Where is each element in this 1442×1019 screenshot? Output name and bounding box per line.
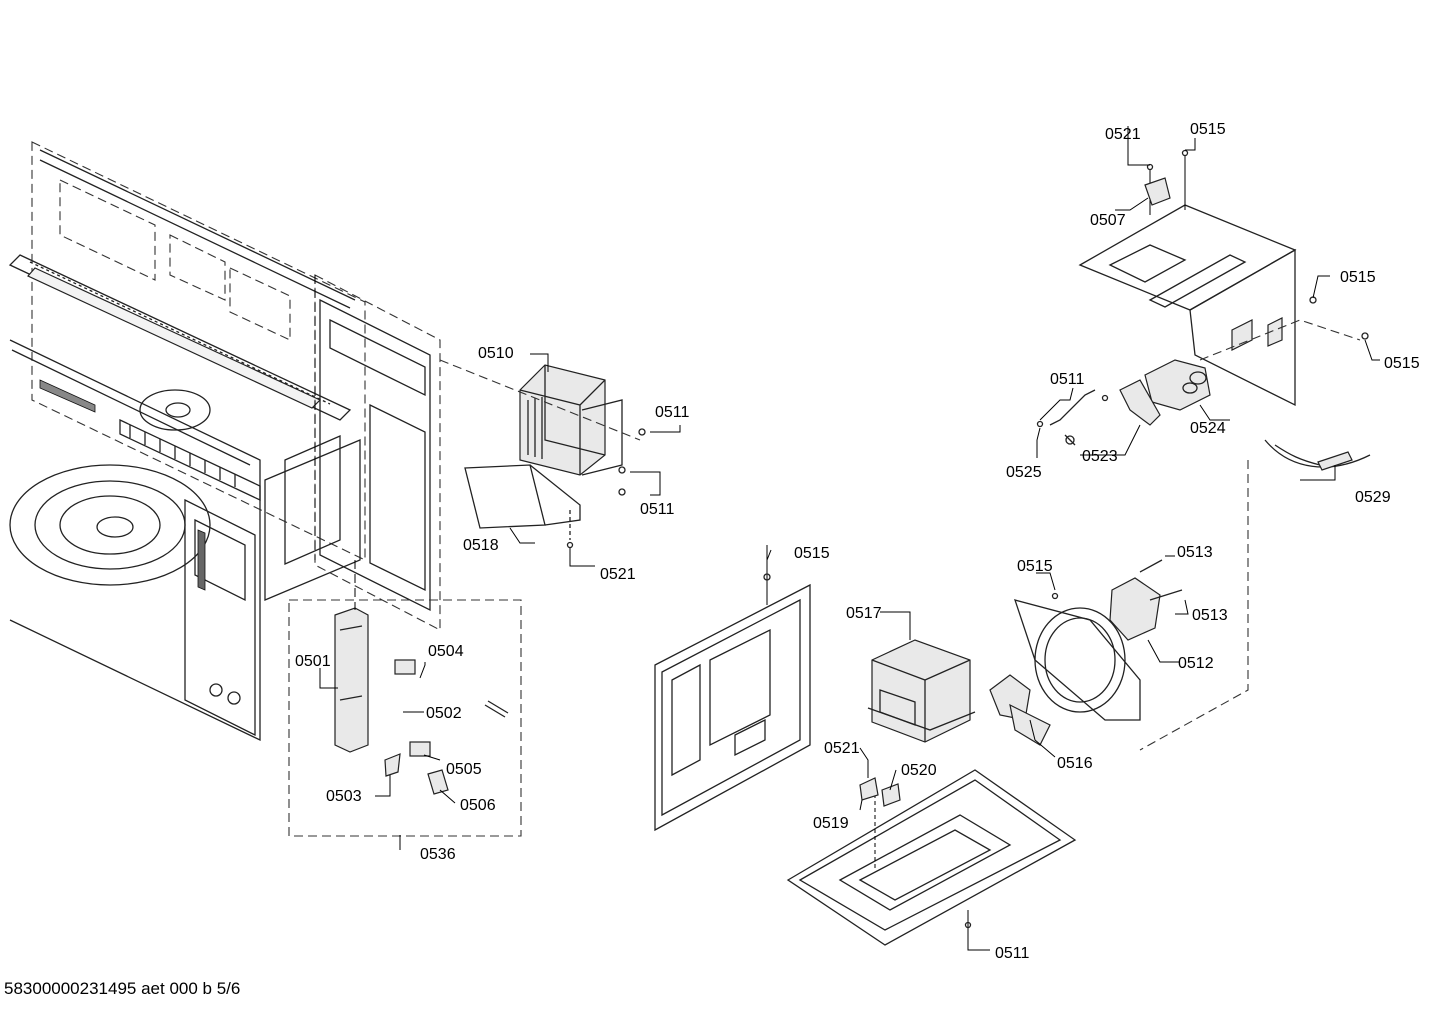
wire-harness — [1264, 439, 1371, 471]
turntable-icon — [9, 389, 211, 586]
callout-0506: 0506 — [460, 797, 496, 814]
interlock-assembly-box — [288, 599, 522, 837]
callout-0521-magnetron: 0521 — [600, 566, 636, 583]
transformer — [867, 639, 976, 743]
callout-0512: 0512 — [1178, 655, 1214, 672]
fan-motor — [1109, 559, 1183, 641]
hv-diode-bracket — [859, 777, 901, 807]
callout-0505: 0505 — [446, 761, 482, 778]
callout-0518: 0518 — [463, 537, 499, 554]
callout-0515-panel: 0515 — [794, 545, 830, 562]
callout-0525: 0525 — [1006, 464, 1042, 481]
oven-cavity-housing — [8, 141, 366, 742]
callout-0523: 0523 — [1082, 448, 1118, 465]
callout-0521-top: 0521 — [1105, 126, 1141, 143]
callout-0504: 0504 — [428, 643, 464, 660]
callout-0503: 0503 — [326, 788, 362, 805]
callout-0517: 0517 — [846, 605, 882, 622]
fan-shroud — [1014, 599, 1141, 721]
hv-capacitor — [1119, 359, 1211, 426]
callout-0502: 0502 — [426, 705, 462, 722]
callout-labels: 0501 0502 0503 0504 0505 0506 0507 0510 … — [295, 121, 1420, 962]
callout-0511-top: 0511 — [655, 404, 690, 421]
callout-0515-fan: 0515 — [1017, 558, 1053, 575]
callout-0515-right: 0515 — [1340, 269, 1376, 286]
hv-bracket — [1144, 177, 1171, 206]
callout-0513-top: 0513 — [1177, 544, 1213, 561]
callout-0520: 0520 — [901, 762, 937, 779]
callout-0510: 0510 — [478, 345, 514, 362]
fan-blade-icon — [989, 674, 1051, 746]
callout-0516: 0516 — [1057, 755, 1093, 772]
hv-diode — [1049, 389, 1096, 446]
callout-0515-top: 0515 — [1190, 121, 1226, 138]
back-wall-panel — [654, 545, 811, 832]
callout-0529: 0529 — [1355, 489, 1391, 506]
callout-0513-bottom: 0513 — [1192, 607, 1228, 624]
callout-0511-capacitor: 0511 — [1050, 371, 1085, 388]
callout-0515-far-right: 0515 — [1384, 355, 1420, 372]
magnetron — [439, 359, 641, 476]
screw-icon — [763, 149, 1369, 929]
callout-0507: 0507 — [1090, 212, 1126, 229]
callout-0501: 0501 — [295, 653, 331, 670]
callout-0536: 0536 — [420, 846, 456, 863]
callout-0524: 0524 — [1190, 420, 1226, 437]
base-plate — [786, 769, 1077, 950]
interlock-bracket — [334, 607, 509, 795]
drawing-footer-id: 58300000231495 aet 000 b 5/6 — [4, 979, 241, 998]
magnetron-bracket — [464, 464, 581, 540]
callout-0511-base: 0511 — [995, 945, 1030, 962]
leader-lines — [319, 126, 1380, 951]
callout-0511-bottom: 0511 — [640, 501, 675, 518]
screw-icon — [566, 428, 646, 549]
callout-0519: 0519 — [813, 815, 849, 832]
door-frame-panel — [314, 274, 441, 631]
callout-0521-base: 0521 — [824, 740, 860, 757]
